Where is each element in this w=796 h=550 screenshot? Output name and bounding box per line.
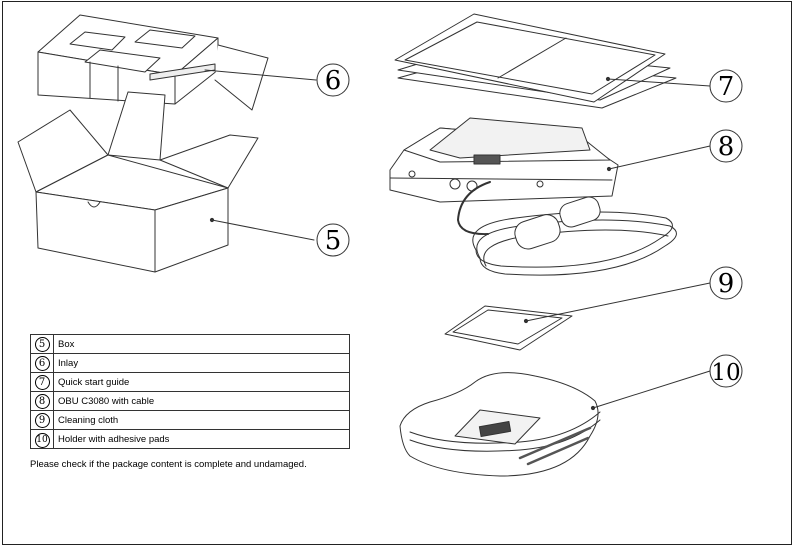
table-row: 6 Inlay — [30, 353, 350, 373]
cloth-drawing — [444, 305, 573, 351]
leader-lines — [204, 69, 711, 409]
callout-cloth: 9 — [718, 269, 735, 299]
part-number: 5 — [30, 334, 54, 354]
table-row: 7 Quick start guide — [30, 372, 350, 392]
parts-table: 5 Box 6 Inlay 7 Quick start guide 8 OBU … — [30, 334, 350, 449]
part-label: OBU C3080 with cable — [53, 391, 350, 411]
part-number: 6 — [30, 353, 54, 373]
table-row: 9 Cleaning cloth — [30, 410, 350, 430]
callout-inlay: 6 — [325, 66, 342, 96]
part-label: Box — [53, 334, 350, 354]
box-drawing — [17, 91, 259, 273]
callout-box: 5 — [325, 226, 342, 256]
part-number: 8 — [30, 391, 54, 411]
table-row: 10 Holder with adhesive pads — [30, 429, 350, 449]
guide-drawing — [394, 13, 677, 109]
part-label: Inlay — [53, 353, 350, 373]
holder-drawing — [399, 372, 601, 477]
part-label: Quick start guide — [53, 372, 350, 392]
callout-circles — [316, 63, 743, 388]
obu-drawing — [389, 117, 677, 276]
part-number: 10 — [30, 429, 54, 449]
part-number: 9 — [30, 410, 54, 430]
table-row: 8 OBU C3080 with cable — [30, 391, 350, 411]
part-label: Cleaning cloth — [53, 410, 350, 430]
part-number: 7 — [30, 372, 54, 392]
callout-obu: 8 — [718, 132, 735, 162]
inlay-drawing — [37, 14, 269, 111]
part-label: Holder with adhesive pads — [53, 429, 350, 449]
callout-holder: 10 — [711, 360, 740, 386]
callout-guide: 7 — [718, 72, 735, 102]
package-check-note: Please check if the package content is c… — [30, 459, 307, 470]
table-row: 5 Box — [30, 334, 350, 354]
